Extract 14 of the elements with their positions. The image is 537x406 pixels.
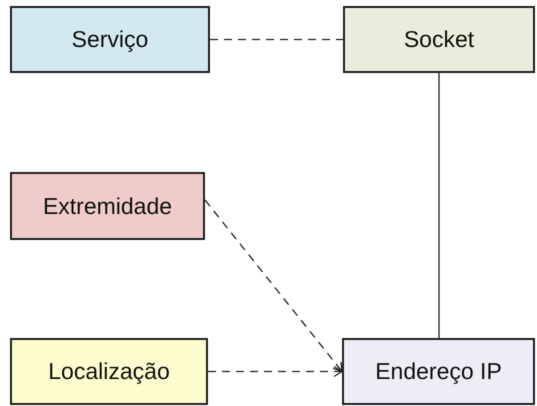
connector [438,73,440,338]
dashed-connector [204,200,343,372]
entity-box [343,6,535,73]
box-label: Localização [48,357,170,386]
box-label: Socket [404,25,474,54]
box-label: Serviço [72,25,148,54]
entity-box [10,6,210,73]
entity-box [10,338,208,405]
box-label: Endereço IP [375,357,502,386]
box-label: Extremidade [42,192,172,221]
entity-box [10,172,205,240]
dashed-connector [210,38,343,40]
dashed-connector [208,366,343,378]
entity-box [342,338,535,405]
